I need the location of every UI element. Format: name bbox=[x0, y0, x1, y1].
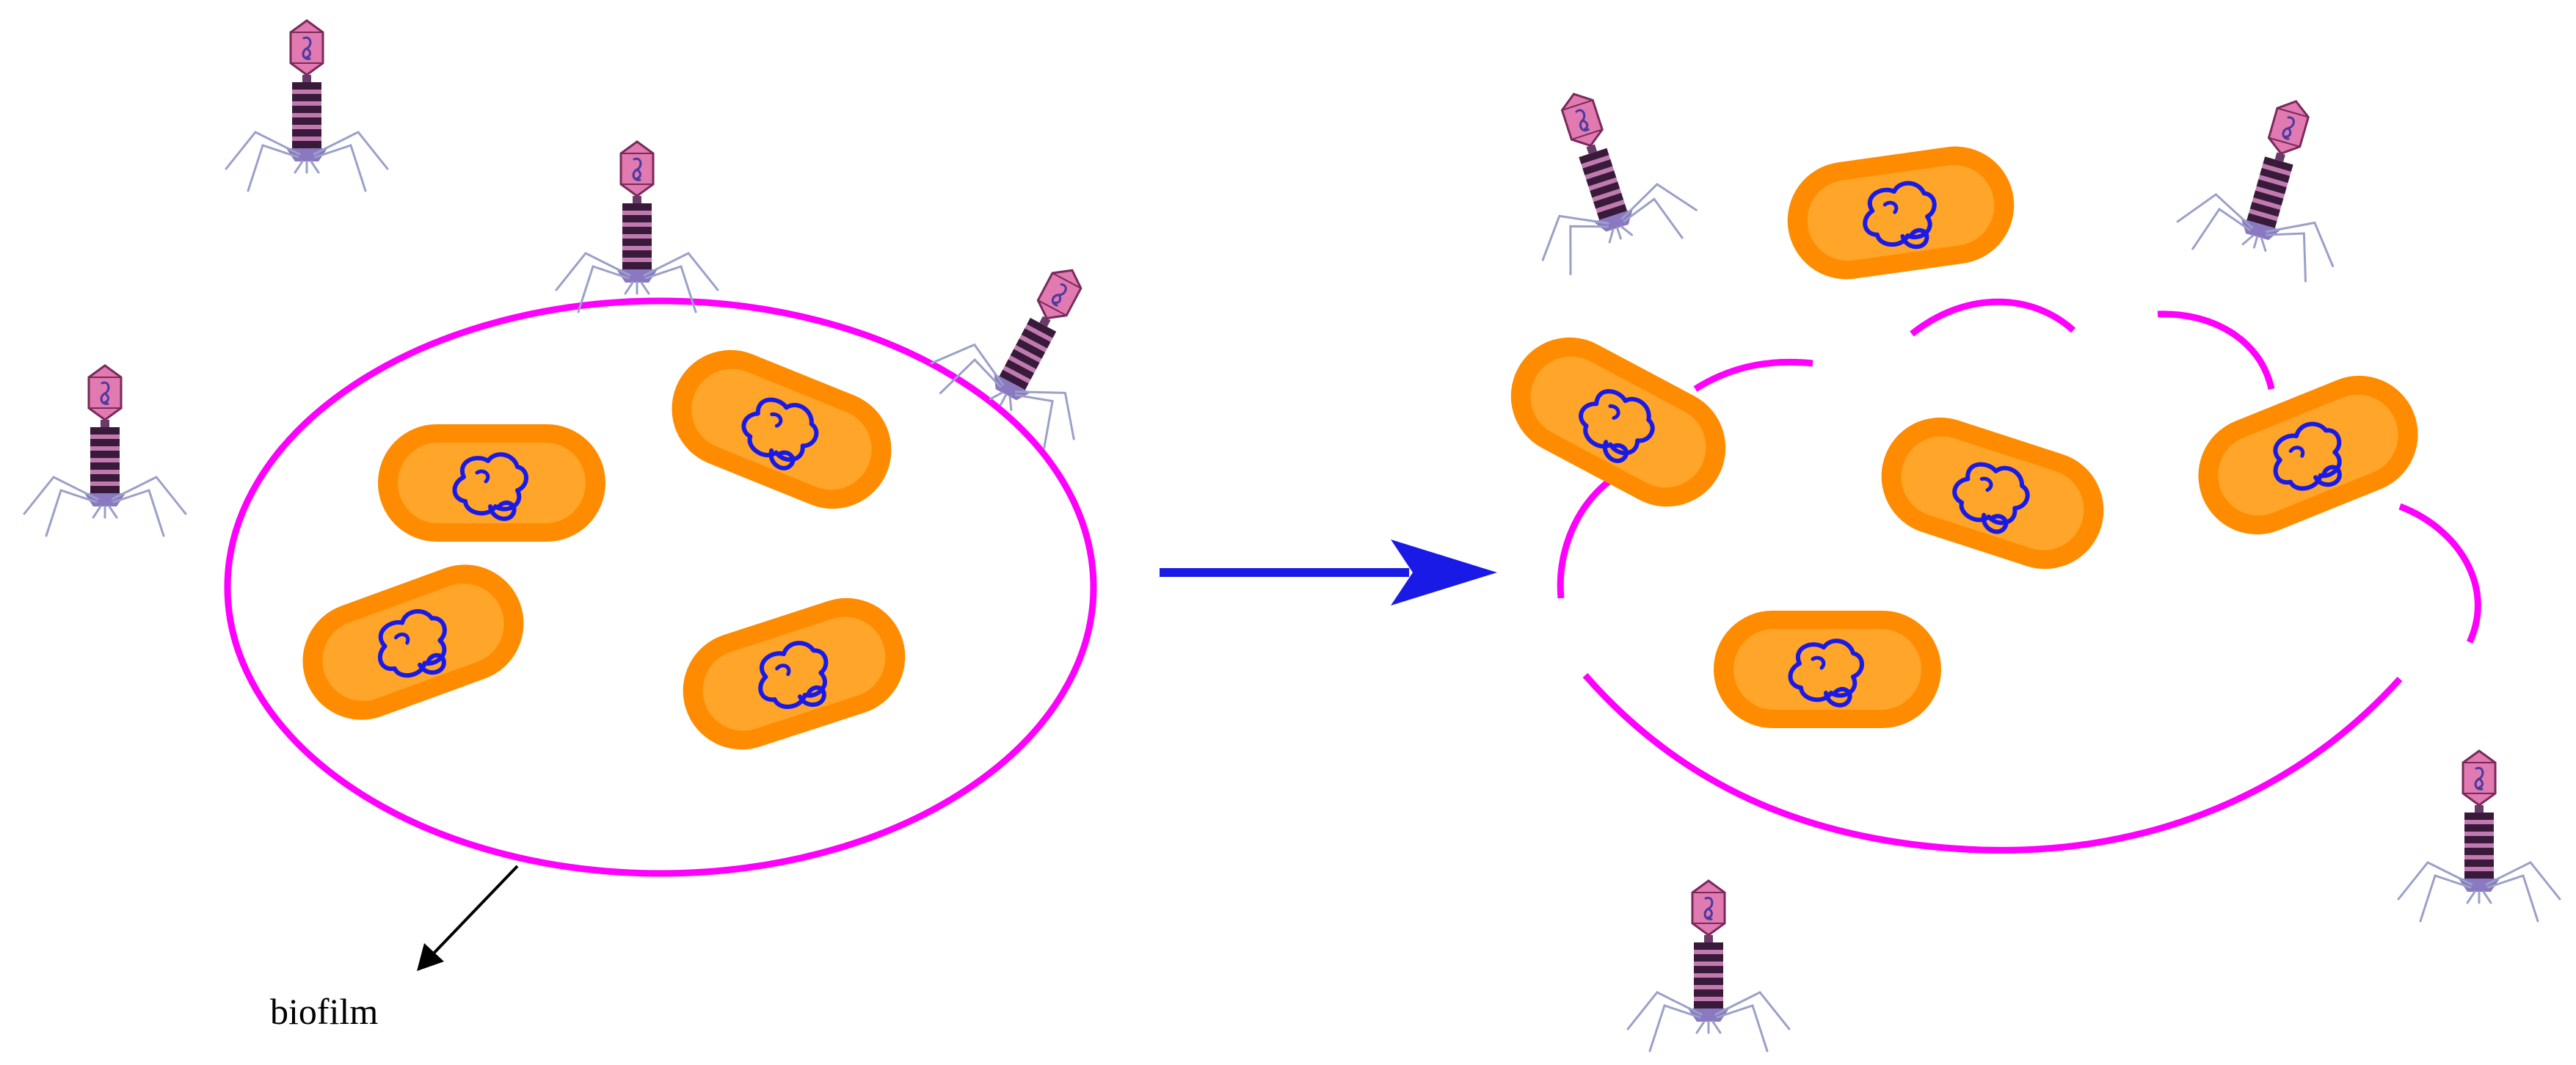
biofilm-fragment bbox=[1582, 673, 2403, 854]
bacteriophage-icon bbox=[920, 231, 1145, 460]
biofilm-fragment bbox=[2398, 503, 2481, 644]
bacterium-icon bbox=[1714, 611, 1941, 728]
bacteriophage-icon bbox=[2397, 749, 2561, 923]
bacterium-icon bbox=[2180, 358, 2435, 552]
biofilm-fragment bbox=[1557, 470, 1624, 599]
pointer-arrow-icon bbox=[428, 865, 519, 959]
process-arrow bbox=[1160, 539, 1497, 606]
biofilm-membrane bbox=[224, 297, 1097, 877]
pointer-arrow-head bbox=[417, 943, 444, 971]
bacterium-icon bbox=[286, 548, 540, 736]
bacterium-icon bbox=[668, 583, 920, 765]
bacteriophage-icon bbox=[225, 19, 389, 192]
biofilm-label: biofilm bbox=[270, 991, 378, 1032]
broken-biofilm-fragments bbox=[1557, 298, 2481, 854]
bacterium-icon bbox=[1866, 402, 2119, 584]
bacteriophage-icon bbox=[1626, 879, 1791, 1053]
bacterium-icon bbox=[378, 424, 605, 542]
panel-before bbox=[23, 19, 1145, 877]
biofilm-fragment bbox=[1910, 298, 2076, 337]
bacteriophage-icon bbox=[23, 364, 187, 537]
bacterium-icon bbox=[1491, 317, 1747, 528]
biofilm-label-group: biofilm bbox=[270, 865, 519, 1032]
bacterium-icon bbox=[1780, 139, 2021, 287]
bacteriophage-icon bbox=[1496, 68, 1705, 283]
bacterium-icon bbox=[654, 332, 909, 526]
bacteriophage-icon bbox=[555, 140, 719, 313]
biofilm-fragment bbox=[1693, 358, 1813, 392]
bacteriophage-icon bbox=[2170, 78, 2375, 288]
panel-after bbox=[1491, 68, 2561, 1053]
biofilm-fragment bbox=[2157, 310, 2275, 390]
